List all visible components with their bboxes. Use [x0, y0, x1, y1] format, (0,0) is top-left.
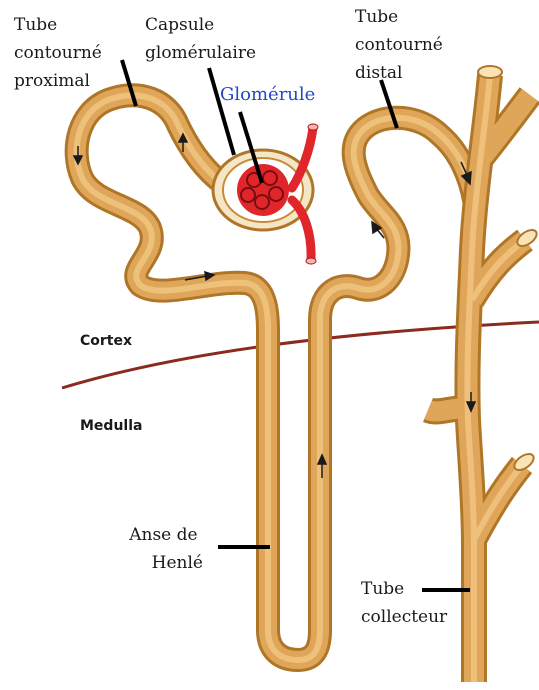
- label-glomerule: Glomérule: [220, 84, 315, 105]
- label-henle: Anse de Henlé: [128, 525, 203, 573]
- label-cortex: Cortex: [80, 333, 132, 349]
- label-capsule: Capsule glomérulaire: [145, 15, 256, 63]
- label-proximal: Tube contourné proximal: [14, 15, 107, 91]
- label-medulla: Medulla: [80, 418, 142, 434]
- label-collecteur: Tube collecteur: [361, 579, 448, 627]
- label-distal: Tube contourné distal: [355, 7, 448, 83]
